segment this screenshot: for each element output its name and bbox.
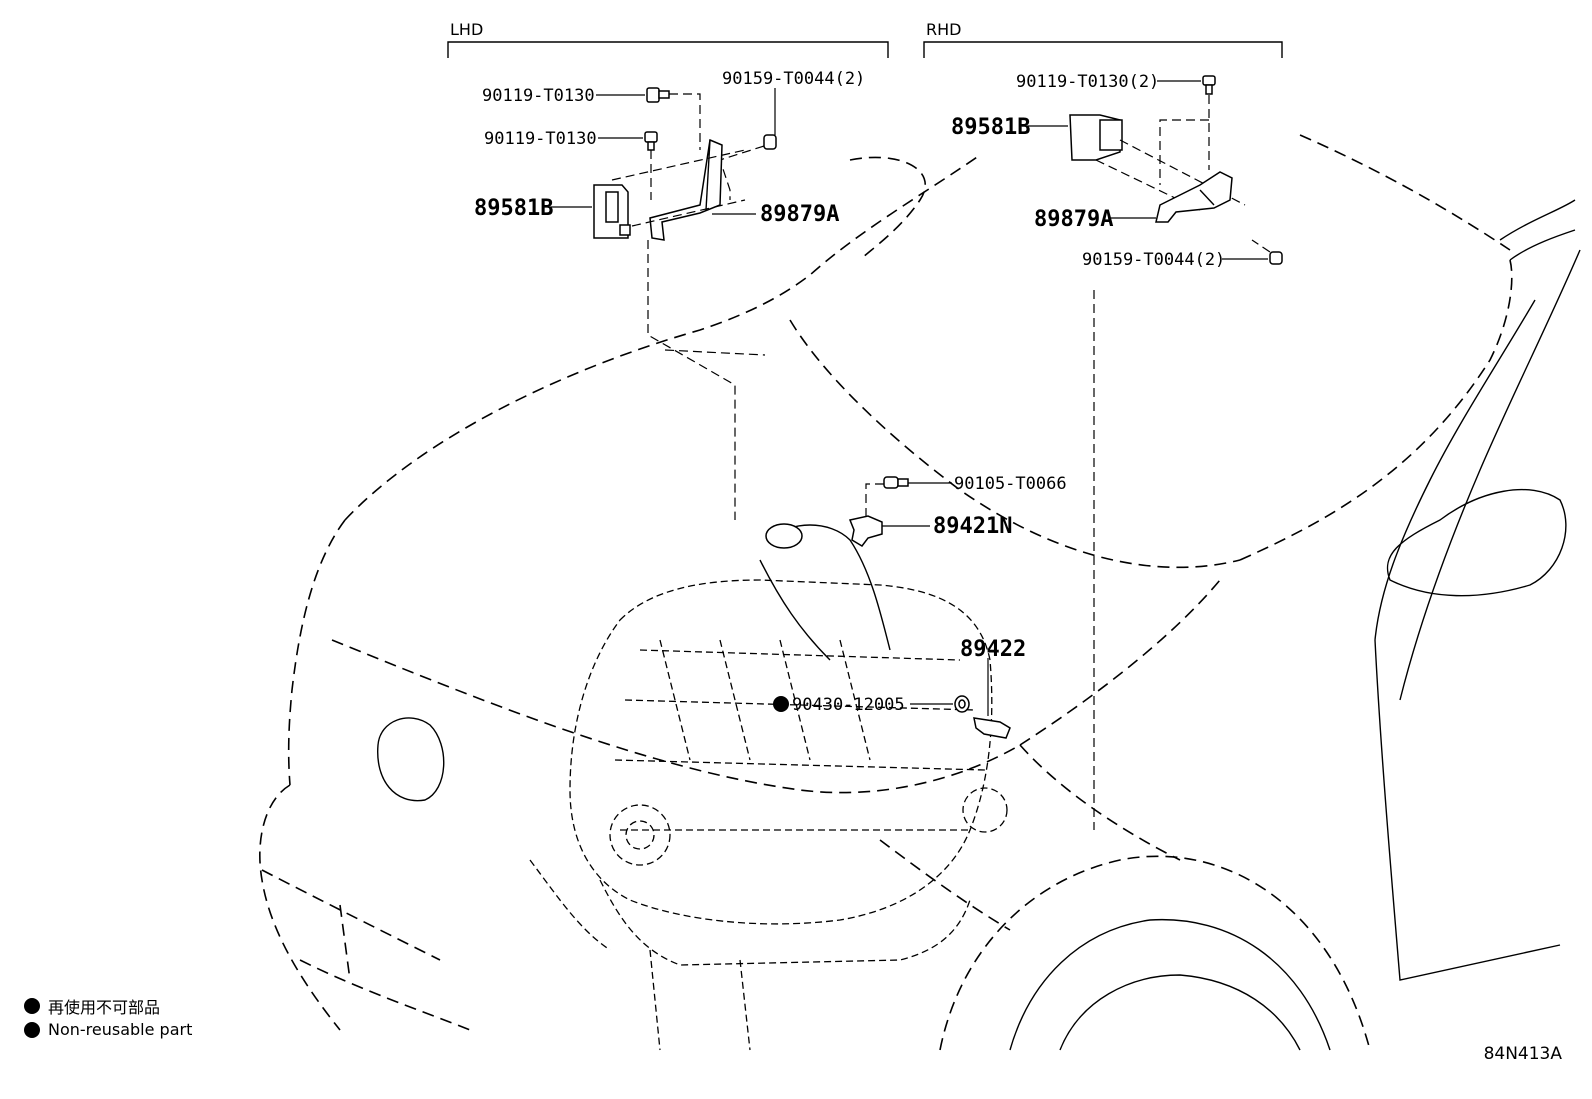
rhd-parts-group: 90119-T0130(2) 89581B 89879A 90159-T0044…: [951, 72, 1283, 830]
rhd-sensor-icon: [1069, 114, 1123, 161]
lhd-bolt-top-icon: [646, 87, 670, 103]
rhd-bolt-icon: [1202, 75, 1216, 95]
part-label-rhd-bracket: 89879A: [1034, 207, 1113, 232]
lhd-screw-icon: [763, 134, 777, 150]
part-label-lhd-bolt-second: 90119-T0130: [484, 129, 597, 149]
legend-english-text: Non-reusable part: [48, 1020, 193, 1039]
legend-japanese: 再使用不可部品: [24, 994, 160, 1018]
engine-sensor-upper-icon: [848, 515, 883, 547]
vehicle-body-outline: [259, 134, 1581, 1051]
lhd-bracket-icon: [649, 138, 723, 241]
legend-bullet-icon: [24, 1021, 40, 1038]
rhd-bracket-line: [923, 41, 1283, 58]
engine-sensor-lower-icon: [973, 717, 1011, 739]
lhd-bracket-line: [447, 41, 889, 58]
engine-bolt-icon: [883, 476, 909, 489]
engine-sensor-group: 90105-T0066 89421N 89422 90430-12005: [773, 474, 1067, 739]
lhd-sensor-icon: [593, 184, 631, 239]
part-label-lhd-bracket: 89879A: [760, 202, 839, 227]
engine-assembly: [529, 523, 1008, 1051]
part-label-lhd-screw: 90159-T0044(2): [722, 69, 865, 89]
part-label-engine-sensor-lower: 89422: [960, 637, 1026, 662]
part-label-engine-sensor-upper: 89421N: [933, 514, 1012, 539]
figure-code: 84N413A: [1483, 1044, 1562, 1064]
part-label-engine-bolt: 90105-T0066: [954, 474, 1067, 494]
section-label-lhd: LHD: [450, 20, 483, 39]
part-label-gasket: 90430-12005: [792, 695, 905, 715]
gasket-icon: [954, 695, 970, 713]
rhd-bracket-icon: [1155, 171, 1233, 223]
part-label-rhd-bolt: 90119-T0130(2): [1016, 72, 1159, 92]
section-label-rhd: RHD: [926, 20, 961, 39]
legend-english: Non-reusable part: [24, 1020, 192, 1039]
legend-japanese-text: 再使用不可部品: [48, 998, 161, 1017]
part-label-rhd-screw: 90159-T0044(2): [1082, 250, 1225, 270]
part-label-lhd-sensor: 89581B: [474, 196, 553, 221]
part-label-lhd-bolt-top: 90119-T0130: [482, 86, 595, 106]
non-reusable-marker-icon: [773, 696, 789, 712]
lhd-bolt-second-icon: [644, 131, 658, 151]
rhd-screw-icon: [1269, 251, 1283, 265]
part-label-rhd-sensor: 89581B: [951, 115, 1030, 140]
lhd-parts-group: 90119-T0130 90119-T0130 90159-T0044(2) 8…: [474, 69, 865, 520]
legend-bullet-icon: [24, 998, 40, 1014]
